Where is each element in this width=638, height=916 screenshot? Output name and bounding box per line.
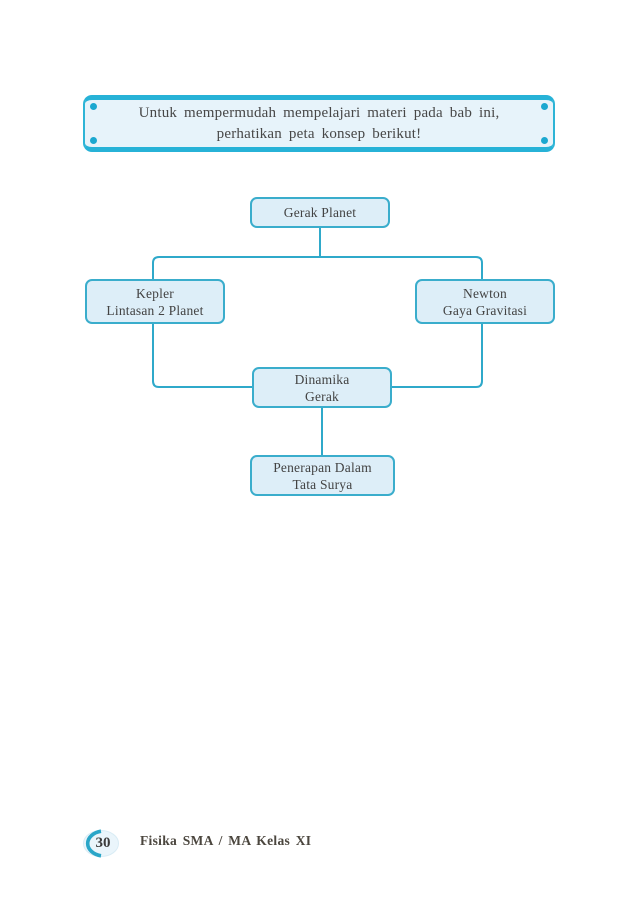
header-note-line2: perhatikan peta konsep berikut! xyxy=(216,125,422,142)
corner-dot-icon xyxy=(90,137,97,144)
node-label: Lintasan 2 Planet xyxy=(106,302,204,318)
node-label: Penerapan Dalam xyxy=(273,459,372,475)
node-label: Gaya Gravitasi xyxy=(442,302,528,318)
node-newton: Newton Gaya Gravitasi xyxy=(415,279,555,324)
node-label: Kepler xyxy=(136,285,174,301)
page-badge-ellipse-icon xyxy=(83,829,119,858)
page-footer: 30 Fisika SMA / MA Kelas XI xyxy=(0,826,638,866)
corner-dot-icon xyxy=(90,103,97,110)
node-label: Gerak Planet xyxy=(283,205,357,220)
header-note-line1: Untuk mempermudah mempelajari materi pad… xyxy=(138,104,500,121)
node-label: Gerak xyxy=(305,388,339,404)
corner-dot-icon xyxy=(541,137,548,144)
page-number-badge: 30 xyxy=(82,829,120,858)
node-label: Newton xyxy=(463,285,507,301)
header-note-box: Untuk mempermudah mempelajari materi pad… xyxy=(83,95,555,152)
node-gerak-planet: Gerak Planet xyxy=(250,197,390,228)
node-penerapan-tata-surya: Penerapan Dalam Tata Surya xyxy=(250,455,395,496)
page-number: 30 xyxy=(95,835,111,851)
node-dinamika-gerak: Dinamika Gerak xyxy=(252,367,392,408)
node-label: Tata Surya xyxy=(292,476,353,492)
book-title: Fisika SMA / MA Kelas XI xyxy=(140,833,312,848)
node-kepler: Kepler Lintasan 2 Planet xyxy=(85,279,225,324)
node-label: Dinamika xyxy=(294,371,350,387)
corner-dot-icon xyxy=(541,103,548,110)
